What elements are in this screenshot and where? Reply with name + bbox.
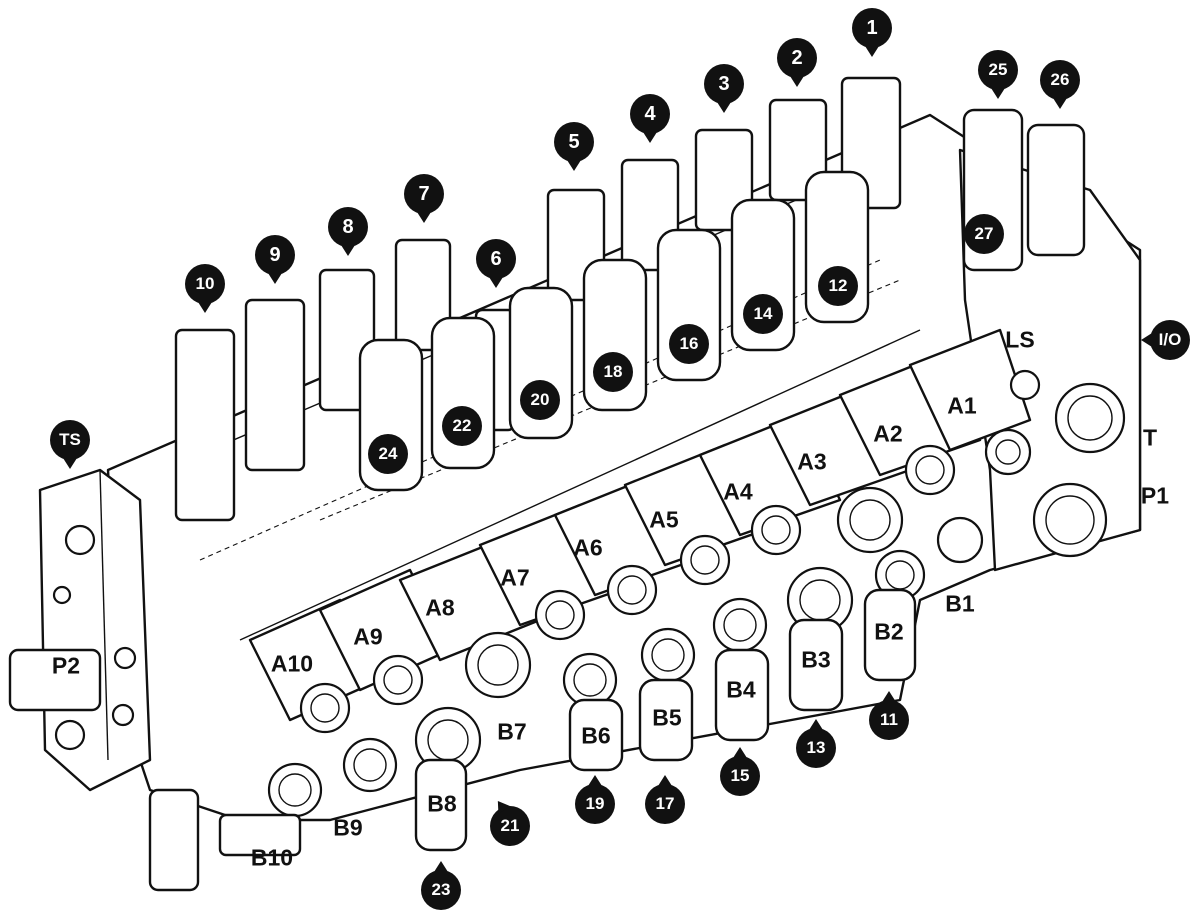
port-label-b5: B5 xyxy=(652,704,682,731)
p2-fitting xyxy=(8,648,302,892)
callout-10: 10 xyxy=(185,264,225,313)
callout-22: 22 xyxy=(442,406,482,446)
callout-8: 8 xyxy=(328,207,368,256)
callout-16: 16 xyxy=(669,324,709,364)
port-label-b9: B9 xyxy=(333,814,363,841)
callout-ts: TS xyxy=(50,420,90,469)
callout-11: 11 xyxy=(869,691,909,740)
callout-20: 20 xyxy=(520,380,560,420)
callout-1: 1 xyxy=(852,8,892,57)
port-label-b8: B8 xyxy=(427,790,457,817)
callout-25: 25 xyxy=(978,50,1018,99)
callout-27: 27 xyxy=(964,214,1004,254)
port-label-b10: B10 xyxy=(250,844,294,871)
callout-9: 9 xyxy=(255,235,295,284)
end-plate xyxy=(38,468,152,792)
port-label-a10: A10 xyxy=(270,650,314,677)
port-label-b2: B2 xyxy=(874,618,904,645)
callout-2: 2 xyxy=(777,38,817,87)
port-label-b4: B4 xyxy=(726,676,756,703)
port-label-p1: P1 xyxy=(1140,482,1170,509)
lower-cartridges xyxy=(414,588,917,852)
callout-3: 3 xyxy=(704,64,744,113)
callout-21: 21 xyxy=(490,806,530,846)
port-label-t: T xyxy=(1142,424,1158,451)
port-label-ls: LS xyxy=(1005,326,1035,353)
callout-14: 14 xyxy=(743,294,783,334)
port-label-a6: A6 xyxy=(573,534,603,561)
port-label-a2: A2 xyxy=(873,420,903,447)
port-label-b1: B1 xyxy=(945,590,975,617)
callout-5: 5 xyxy=(554,122,594,171)
callout-15: 15 xyxy=(720,747,760,796)
callout-26: 26 xyxy=(1040,60,1080,109)
port-label-a9: A9 xyxy=(353,623,383,650)
callout-12: 12 xyxy=(818,266,858,306)
port-label-a1: A1 xyxy=(947,392,977,419)
callout-24: 24 xyxy=(368,434,408,474)
callout-io: I/O xyxy=(1141,320,1190,360)
port-label-a4: A4 xyxy=(723,478,753,505)
end-plate-bolts xyxy=(52,524,137,751)
callout-18: 18 xyxy=(593,352,633,392)
port-label-a5: A5 xyxy=(649,506,679,533)
port-label-a7: A7 xyxy=(500,564,530,591)
callout-6: 6 xyxy=(476,239,516,288)
callout-4: 4 xyxy=(630,94,670,143)
port-fittings xyxy=(267,369,1126,818)
port-label-p2: P2 xyxy=(51,652,81,679)
port-label-b7: B7 xyxy=(497,718,527,745)
port-label-b6: B6 xyxy=(581,722,611,749)
callout-17: 17 xyxy=(645,775,685,824)
callout-19: 19 xyxy=(575,775,615,824)
callout-23: 23 xyxy=(421,861,461,910)
port-label-a8: A8 xyxy=(425,594,455,621)
spool-housings xyxy=(248,328,1032,722)
port-label-a3: A3 xyxy=(797,448,827,475)
end-plate-edge xyxy=(99,469,109,761)
callout-13: 13 xyxy=(796,719,836,768)
port-label-b3: B3 xyxy=(801,646,831,673)
callout-7: 7 xyxy=(404,174,444,223)
